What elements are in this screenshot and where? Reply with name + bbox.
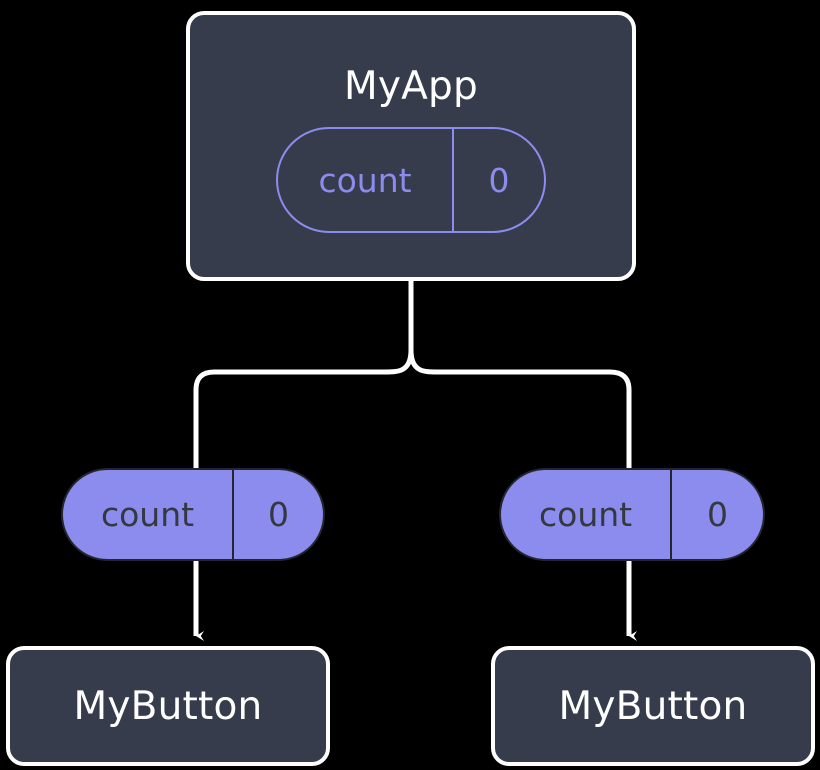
state-pill-left-child[interactable]: count 0 xyxy=(61,468,325,561)
state-pill-myapp[interactable]: count 0 xyxy=(276,127,546,233)
edge-root-to-left-child xyxy=(193,349,414,468)
state-pill-right-child[interactable]: count 0 xyxy=(499,468,765,561)
widget-title-mybutton: MyButton xyxy=(73,683,263,729)
state-pill-value: 0 xyxy=(232,470,323,559)
widget-node-mybutton-left[interactable]: MyButton xyxy=(6,646,330,766)
widget-title-myapp: MyApp xyxy=(344,64,478,109)
widget-title-mybutton: MyButton xyxy=(558,683,748,729)
edge-root-to-right-child xyxy=(408,349,632,468)
state-pill-key: count xyxy=(100,495,195,534)
state-pill-key: count xyxy=(318,160,412,200)
state-pill-value: 0 xyxy=(670,470,763,559)
state-pill-key: count xyxy=(538,495,633,534)
state-pill-value: 0 xyxy=(452,129,544,231)
widget-node-mybutton-right[interactable]: MyButton xyxy=(491,646,815,766)
